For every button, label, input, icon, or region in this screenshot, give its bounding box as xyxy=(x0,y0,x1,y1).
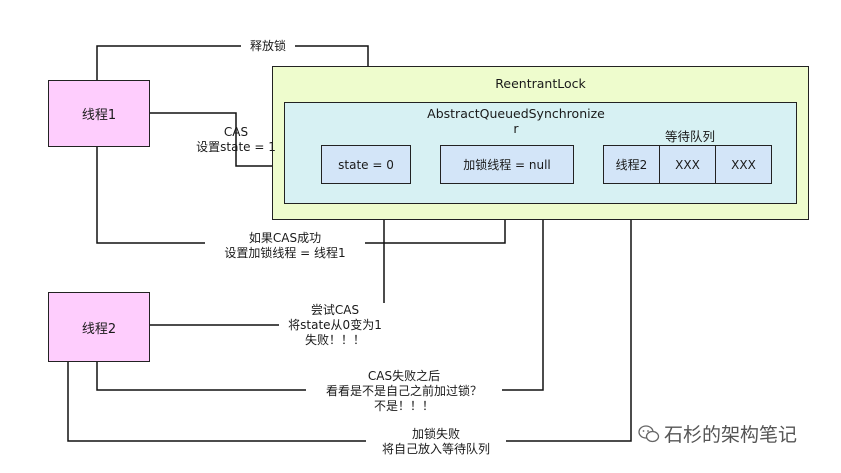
lock-fail-line1: 加锁失败 xyxy=(411,427,460,441)
try-cas-line1: 尝试CAS xyxy=(310,303,360,317)
queue-item-label: 线程2 xyxy=(615,158,648,172)
cas-fail-label: CAS失败之后 看看是不是自己之前加过锁？ 不是！！！ xyxy=(306,369,502,414)
thread1-box: 线程1 xyxy=(48,80,150,147)
queue-item: XXX xyxy=(659,145,716,184)
aqs-title-line2: r xyxy=(513,121,519,136)
cas-success-label: 如果CAS成功 设置加锁线程 = 线程1 xyxy=(205,231,365,261)
cas-success-line1: 如果CAS成功 xyxy=(248,231,322,245)
cas-label: CAS 设置state = 1 xyxy=(190,125,282,155)
state-field: state = 0 xyxy=(321,145,411,184)
enqueue-arrow xyxy=(67,188,635,442)
wechat-icon xyxy=(638,424,660,442)
aqs-title: AbstractQueuedSynchronize r xyxy=(400,106,632,136)
cas-label-line1: CAS xyxy=(223,125,249,139)
try-cas-label: 尝试CAS 将state从0变为1 失败！！！ xyxy=(279,303,391,348)
release-lock-label: 释放锁 xyxy=(241,39,295,54)
try-cas-line2: 将state从0变为1 xyxy=(288,318,382,332)
queue-item: XXX xyxy=(715,145,772,184)
cas-success-line2: 设置加锁线程 = 线程1 xyxy=(224,246,346,260)
state-field-label: state = 0 xyxy=(338,157,394,172)
queue-title: 等待队列 xyxy=(664,129,715,144)
lock-fail-line2: 将自己放入等待队列 xyxy=(381,442,490,456)
try-cas-line3: 失败！！！ xyxy=(304,333,365,347)
watermark-text: 石杉的架构笔记 xyxy=(664,424,798,446)
thread2-label: 线程2 xyxy=(81,321,117,337)
watermark: 石杉的架构笔记 xyxy=(638,420,797,447)
lock-thread-field: 加锁线程 = null xyxy=(440,145,574,184)
cas-label-line2: 设置state = 1 xyxy=(196,140,276,154)
queue-item-label: XXX xyxy=(675,157,700,172)
cas-fail-line1: CAS失败之后 xyxy=(367,369,441,383)
lock-thread-field-label: 加锁线程 = null xyxy=(463,158,551,172)
cas-fail-line3: 不是！！！ xyxy=(373,399,434,413)
queue-item-label: XXX xyxy=(731,157,756,172)
aqs-title-line1: AbstractQueuedSynchronize xyxy=(427,106,605,121)
queue-item: 线程2 xyxy=(603,145,660,184)
thread1-label: 线程1 xyxy=(81,108,117,123)
cas-fail-line2: 看看是不是自己之前加过锁？ xyxy=(325,384,482,398)
lock-fail-label: 加锁失败 将自己放入等待队列 xyxy=(366,427,506,457)
reentrant-lock-title: ReentrantLock xyxy=(495,76,586,91)
thread2-box: 线程2 xyxy=(48,292,150,362)
